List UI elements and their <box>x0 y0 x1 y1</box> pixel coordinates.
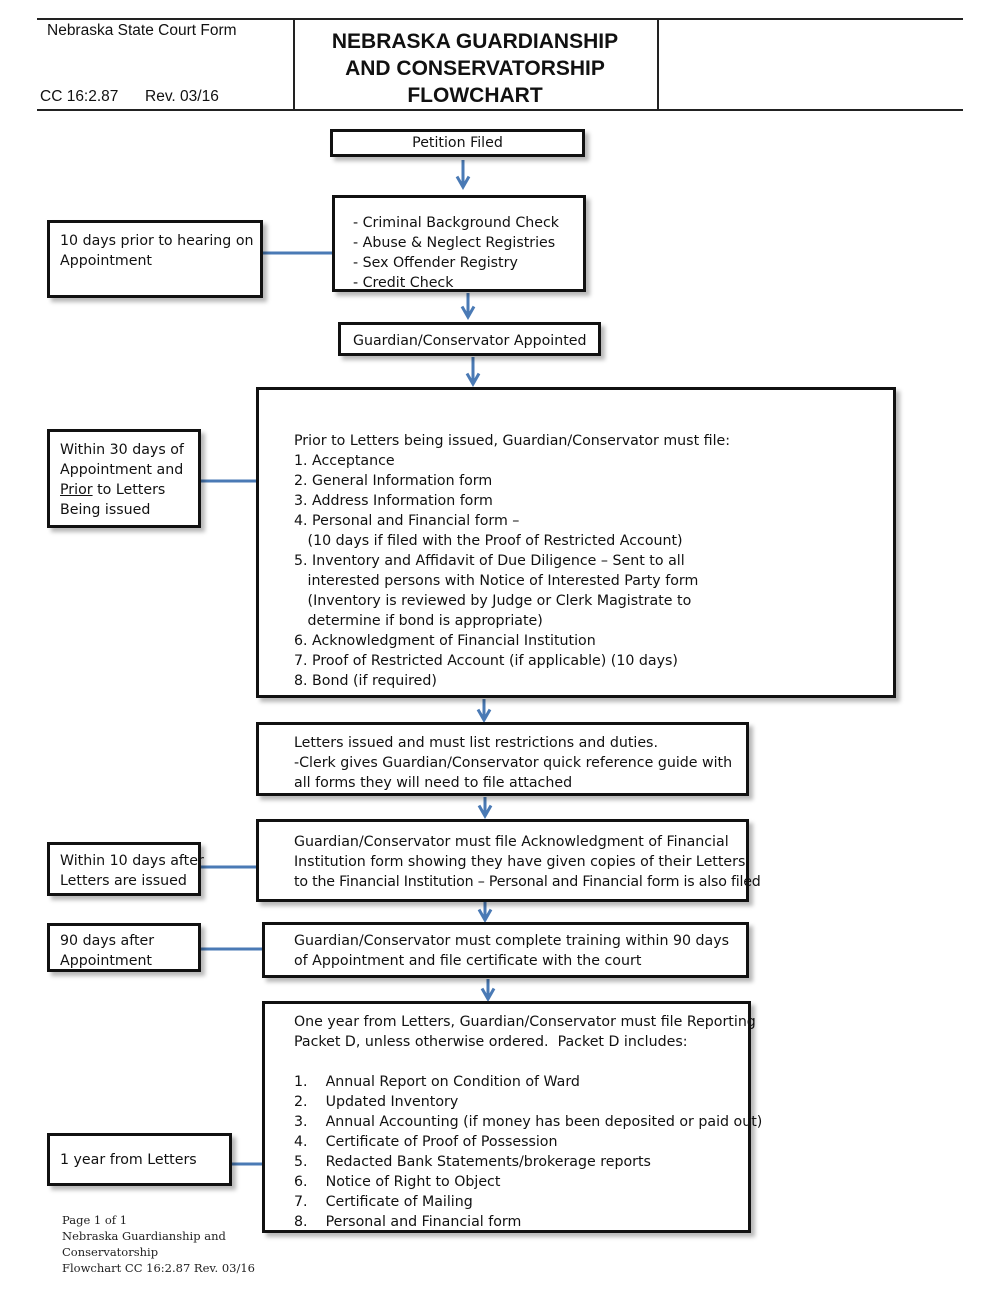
filing-line: 4. Personal and Financial form – <box>294 513 520 529</box>
ack-line: to the Financial Institution – Personal … <box>294 874 761 890</box>
timing-line: Letters are issued <box>60 873 187 889</box>
ack-line: Guardian/Conservator must file Acknowled… <box>294 834 729 850</box>
letters-issued-box: Letters issued and must list restriction… <box>256 722 749 796</box>
filing-line: (Inventory is reviewed by Judge or Clerk… <box>294 593 692 609</box>
page-title: NEBRASKA GUARDIANSHIP AND CONSERVATORSHI… <box>295 28 655 109</box>
appointed-label: Guardian/Conservator Appointed <box>353 333 587 349</box>
filing-line: 2. General Information form <box>294 473 493 489</box>
page-title-line: NEBRASKA GUARDIANSHIP <box>331 30 619 53</box>
filing-line: 7. Proof of Restricted Account (if appli… <box>294 653 678 669</box>
form-code: CC 16:2.87 <box>40 88 119 105</box>
prior-emphasis: Prior <box>60 482 93 498</box>
filing-line: 6. Acknowledgment of Financial Instituti… <box>294 633 596 649</box>
timing-line: Appointment <box>60 253 152 269</box>
filing-line: 8. Bond (if required) <box>294 673 437 689</box>
annual-line: One year from Letters, Guardian/Conserva… <box>294 1014 756 1030</box>
header-divider-right <box>657 18 659 110</box>
petition-filed-box: Petition Filed <box>330 129 585 157</box>
training-line: of Appointment and file certificate with… <box>294 953 642 969</box>
petition-filed-label: Petition Filed <box>412 135 503 151</box>
ten-days-after-box: Within 10 days after Letters are issued <box>47 842 204 896</box>
footer-line: Flowchart CC 16:2.87 Rev. 03/16 <box>62 1261 255 1275</box>
annual-line: 7. Certificate of Mailing <box>294 1194 473 1210</box>
annual-line: 5. Redacted Bank Statements/brokerage re… <box>294 1154 651 1170</box>
timing-line: Within 30 days of <box>60 442 184 458</box>
form-name: Nebraska State Court Form <box>47 22 237 39</box>
check-item: - Criminal Background Check <box>353 215 560 231</box>
annual-line: 8. Personal and Financial form <box>294 1214 522 1230</box>
form-revision: Rev. 03/16 <box>145 88 219 105</box>
training-line: Guardian/Conservator must complete train… <box>294 933 730 949</box>
background-checks-box: - Criminal Background Check - Abuse & Ne… <box>332 195 586 292</box>
annual-line: 4. Certificate of Proof of Possession <box>294 1134 558 1150</box>
appointed-box: Guardian/Conservator Appointed <box>338 322 601 356</box>
footer-line: Conservatorship <box>62 1245 159 1259</box>
timing-line: 90 days after <box>60 933 155 949</box>
filing-line: interested persons with Notice of Intere… <box>294 573 699 589</box>
letters-line: -Clerk gives Guardian/Conservator quick … <box>294 755 733 771</box>
filing-line: 3. Address Information form <box>294 493 493 509</box>
check-item: - Credit Check <box>353 275 454 291</box>
timing-line: Appointment and <box>60 462 184 478</box>
ninety-days-box: 90 days after Appointment <box>47 923 201 972</box>
header-top-rule <box>37 18 963 20</box>
page-title-line: AND CONSERVATORSHIP <box>345 57 605 80</box>
filing-line: (10 days if filed with the Proof of Rest… <box>294 533 683 549</box>
footer-line: Nebraska Guardianship and <box>62 1229 226 1243</box>
prior-filing-box: Prior to Letters being issued, Guardian/… <box>256 387 896 698</box>
annual-report-box: One year from Letters, Guardian/Conserva… <box>262 1001 763 1233</box>
annual-line <box>294 1052 748 1072</box>
one-year-box: 1 year from Letters <box>47 1133 232 1186</box>
page-footer: Page 1 of 1 Nebraska Guardianship and Co… <box>62 1212 255 1276</box>
annual-line: 6. Notice of Right to Object <box>294 1174 501 1190</box>
letters-line: Letters issued and must list restriction… <box>294 735 658 751</box>
prior-rest: to Letters <box>92 482 166 498</box>
page-title-line: FLOWCHART <box>407 84 543 107</box>
header-bottom-rule <box>37 109 963 111</box>
timing-line: 10 days prior to hearing on <box>60 233 254 249</box>
thirty-days-box: Within 30 days of Appointment and Prior … <box>47 429 201 528</box>
training-box: Guardian/Conservator must complete train… <box>262 922 749 978</box>
letters-line: all forms they will need to file attache… <box>294 775 573 791</box>
annual-line: 2. Updated Inventory <box>294 1094 459 1110</box>
ten-days-prior-box: 10 days prior to hearing on Appointment <box>47 220 263 298</box>
filing-line: determine if bond is appropriate) <box>294 613 543 629</box>
filing-line: 5. Inventory and Affidavit of Due Dilige… <box>294 553 685 569</box>
timing-line: Appointment <box>60 953 152 969</box>
check-item: - Sex Offender Registry <box>353 255 518 271</box>
check-item: - Abuse & Neglect Registries <box>353 235 556 251</box>
annual-line: 3. Annual Accounting (if money has been … <box>294 1114 763 1130</box>
annual-line: 1. Annual Report on Condition of Ward <box>294 1074 580 1090</box>
timing-line: 1 year from Letters <box>60 1152 197 1168</box>
ack-line: Institution form showing they have given… <box>294 854 746 870</box>
filing-line: Prior to Letters being issued, Guardian/… <box>294 433 731 449</box>
filing-line: 1. Acceptance <box>294 453 395 469</box>
acknowledgment-box: Guardian/Conservator must file Acknowled… <box>256 819 761 902</box>
footer-line: Page 1 of 1 <box>62 1213 128 1227</box>
timing-line-prior: Prior to Letters <box>60 480 198 500</box>
timing-line: Being issued <box>60 502 151 518</box>
header-divider-left <box>293 18 295 110</box>
annual-line: Packet D, unless otherwise ordered. Pack… <box>294 1034 688 1050</box>
timing-line: Within 10 days after <box>60 853 204 869</box>
